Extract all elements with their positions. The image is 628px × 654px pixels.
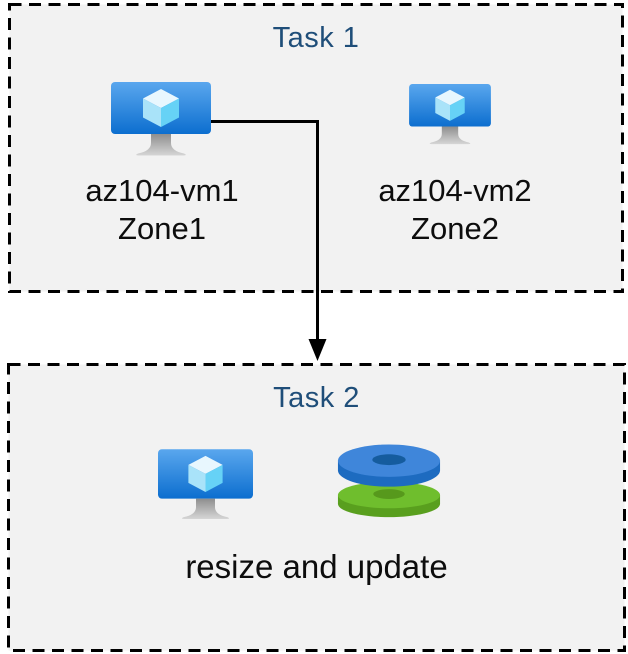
task2-box: Task 2 resize and update <box>7 363 626 652</box>
vm1-label: az104-vm1 Zone1 <box>62 172 262 248</box>
vm2-azure-vm-icon <box>409 84 491 145</box>
vm2-label: az104-vm2 Zone2 <box>355 172 555 248</box>
task1-title: Task 1 <box>272 22 360 54</box>
arrowhead <box>308 339 327 361</box>
task1-box: Task 1 <box>8 3 624 293</box>
cube-glyph <box>143 89 179 127</box>
green-disk <box>337 481 441 518</box>
vm2-zone-label: Zone2 <box>411 211 499 246</box>
managed-disks-icon <box>337 444 441 518</box>
vm1-zone-label: Zone1 <box>118 211 206 246</box>
task2-caption: resize and update <box>185 548 448 585</box>
task2-azure-vm-icon <box>158 449 253 520</box>
vm1-name-label: az104-vm1 <box>85 173 239 208</box>
vm2-name-label: az104-vm2 <box>378 173 532 208</box>
blue-disk <box>337 444 441 487</box>
vm1-azure-vm-icon <box>111 82 211 156</box>
task2-box-border <box>7 363 626 652</box>
task2-title: Task 2 <box>273 382 360 414</box>
